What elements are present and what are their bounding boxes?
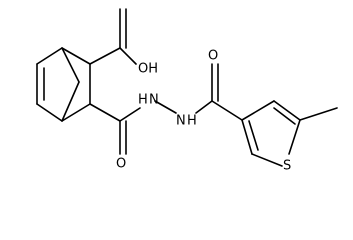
nh-left-n-label: N — [149, 93, 159, 108]
nh-left-h-label: H — [138, 93, 148, 108]
bond-c1-c2 — [36, 47, 63, 65]
norbornene-core — [36, 47, 91, 122]
bridge-bond-b — [61, 81, 80, 122]
bond-th-s-c2 — [251, 153, 283, 167]
bond-th-c2-c3-double — [248, 120, 259, 151]
carboxylic-acid-group — [89, 8, 137, 65]
bond-amide-c-n — [119, 107, 141, 122]
bond-methyl — [299, 107, 338, 121]
bridge-bond-a — [61, 47, 80, 83]
right-amide-group — [211, 63, 243, 121]
hydroxyl-label: OH — [138, 62, 158, 77]
structure-canvas: OH O H N N H O S — [36, 8, 338, 174]
bond-th-c5-s — [288, 119, 301, 155]
bond-c6-amide-c — [89, 103, 121, 122]
bond-c1-c5 — [61, 47, 91, 65]
amide-oxygen-right-label: O — [208, 49, 218, 64]
bond-n-n — [154, 100, 177, 114]
bond-amide2-c-ring — [211, 100, 243, 121]
thiophene-ring — [241, 100, 338, 167]
bond-th-c3-c4 — [241, 100, 275, 121]
left-amide-group — [89, 103, 141, 155]
bond-c5-cooh — [89, 47, 121, 65]
chemical-structure-diagram: OH O H N N H O S — [36, 8, 338, 174]
nh-right-n-label: N — [176, 114, 186, 129]
bond-th-c2-c3 — [241, 119, 253, 155]
amide-oxygen-left-label: O — [116, 157, 126, 172]
bond-cooh-oh — [119, 47, 137, 65]
bond-c3-c4 — [36, 103, 63, 122]
hydrazide-linker — [154, 100, 213, 114]
bond-n-right-c — [195, 100, 213, 114]
bond-th-c4-c5 — [273, 100, 301, 121]
bond-c6-c4 — [61, 103, 91, 122]
nh-right-h-label: H — [187, 114, 197, 129]
thiophene-sulfur-label: S — [283, 159, 291, 174]
bond-th-c4-c5-double — [273, 107, 296, 125]
